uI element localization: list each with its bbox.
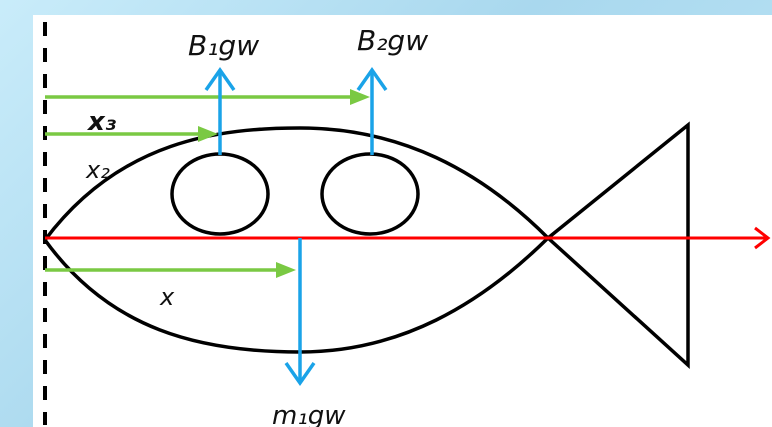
label-x: x: [159, 283, 175, 311]
label-b2gw: B₂gw: [357, 24, 428, 57]
bladder-2: [320, 152, 420, 236]
weight-arrow: [284, 238, 316, 387]
bladder-1: [170, 152, 270, 236]
fish-tail: [545, 121, 690, 369]
label-x2: x₂: [85, 156, 110, 184]
buoyancy-arrow-1: [204, 66, 236, 155]
distance-arrow-x2: [45, 89, 370, 105]
label-x3: x₃: [86, 107, 117, 137]
axis-arrowhead: [754, 226, 771, 250]
distance-arrow-x3: [45, 126, 218, 142]
label-m1gw: m₁gw: [272, 401, 346, 427]
label-b1gw: B₁gw: [188, 29, 259, 62]
fish-body-outline: [42, 126, 551, 354]
distance-arrow-x: [45, 262, 296, 278]
buoyancy-arrow-2: [356, 66, 388, 155]
diagram-panel: [33, 15, 772, 427]
